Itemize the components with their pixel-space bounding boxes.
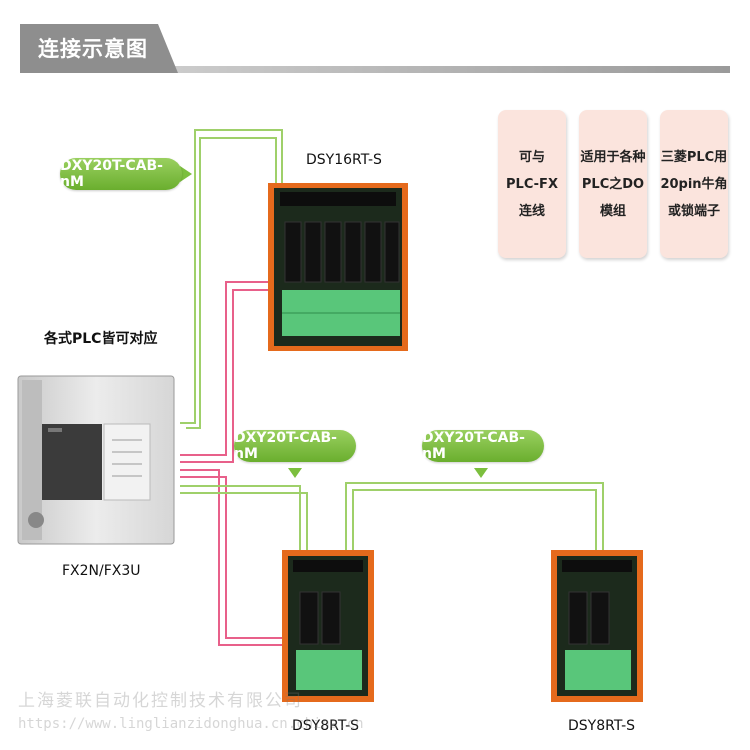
module-dsy8rt-left <box>282 550 374 702</box>
feature-text: 可与 PLC-FX 连线 <box>506 149 558 219</box>
watermark-company: 上海菱联自动化控制技术有限公司 <box>18 691 303 711</box>
page-title: 连接示意图 <box>38 37 148 61</box>
module-dsy8rt-right <box>551 550 643 702</box>
feature-text: 适用于各种 PLC之DO 模组 <box>580 149 646 219</box>
module-label-bottom-right: DSY8RT-S <box>568 718 636 734</box>
cable-label-mid: DXY20T-CAB-nM <box>234 430 356 462</box>
cable-green-bottom <box>180 485 308 555</box>
cable-green-top <box>180 129 283 429</box>
plc-unit <box>17 375 175 545</box>
module-label-top: DSY16RT-S <box>306 152 382 168</box>
pill-arrow-top <box>180 166 192 182</box>
plc-compatibility-caption: 各式PLC皆可对应 <box>44 331 158 347</box>
feature-card-plc-fx: 可与 PLC-FX 连线 <box>498 110 566 258</box>
cable-green-chain <box>345 482 604 555</box>
cable-pink-top <box>180 281 270 463</box>
header-bar <box>20 24 730 73</box>
module-dsy16rt <box>268 183 408 351</box>
pill-arrow-mid <box>288 468 302 478</box>
feature-card-do-module: 适用于各种 PLC之DO 模组 <box>579 110 647 258</box>
cable-label-top: DXY20T-CAB-nM <box>60 158 182 190</box>
module-label-bottom-left: DSY8RT-S <box>292 718 360 734</box>
watermark-url: https://www.linglianzidonghua.cn.china.c… <box>18 716 364 732</box>
feature-text: 三菱PLC用 20pin牛角 或锁端子 <box>660 149 728 219</box>
cable-pink-bottom <box>180 469 290 646</box>
feature-card-20pin: 三菱PLC用 20pin牛角 或锁端子 <box>660 110 728 258</box>
pill-arrow-right <box>474 468 488 478</box>
plc-model-label: FX2N/FX3U <box>62 563 141 579</box>
cable-label-right: DXY20T-CAB-nM <box>422 430 544 462</box>
